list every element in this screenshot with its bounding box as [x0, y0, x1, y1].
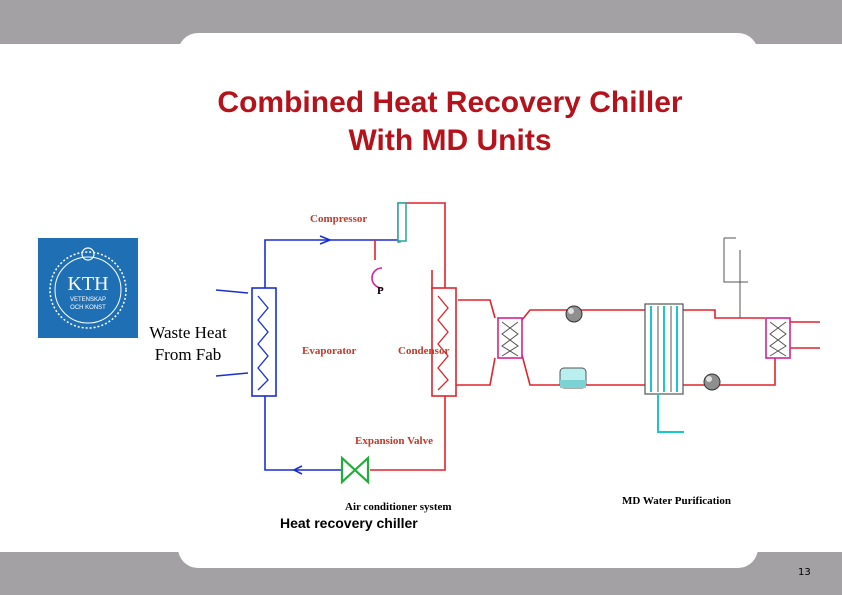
diagram-caption: Heat recovery chiller [280, 515, 418, 531]
grey-lines [723, 237, 748, 318]
md-membrane-stack [644, 303, 684, 395]
pump-icon [371, 267, 383, 289]
md-module-right [765, 317, 791, 359]
permeate-line [657, 394, 684, 433]
condensor-label: Condensor [398, 345, 450, 357]
md-module-left [497, 317, 523, 359]
waste-heat-label: Waste Heat From Fab [138, 322, 238, 366]
waste-heat-line-2: From Fab [154, 345, 222, 364]
pump-sphere-1 [565, 305, 583, 323]
title-line-2: With MD Units [348, 124, 552, 157]
evaporator-label: Evaporator [302, 345, 357, 357]
pump-sphere-2 [703, 373, 721, 391]
title-line-1: Combined Heat Recovery Chiller [217, 86, 683, 119]
kth-crest-icon: KTH VETENSKAP OCH KONST [49, 247, 127, 329]
ac-system-label: Air conditioner system [345, 501, 452, 513]
page-number: 13 [798, 567, 811, 578]
slide-title: Combined Heat Recovery Chiller With MD U… [130, 84, 770, 160]
logo-main-text: KTH [67, 273, 108, 295]
kth-logo: KTH VETENSKAP OCH KONST [38, 238, 138, 338]
expansion-valve-icon [340, 455, 370, 485]
waste-heat-line-1: Waste Heat [149, 323, 227, 342]
cold-refrigerant-lines [215, 235, 398, 475]
logo-sub-text-2: OCH KONST [70, 305, 106, 311]
compressor-body [397, 202, 407, 242]
pump-label: P [377, 285, 384, 297]
condensor-exchanger [431, 287, 457, 397]
logo-sub-text-1: VETENSKAP [70, 297, 106, 303]
compressor-label: Compressor [310, 213, 368, 225]
md-water-purification-label: MD Water Purification [622, 495, 731, 507]
expansion-valve-label: Expansion Valve [355, 435, 433, 447]
evaporator-exchanger [251, 287, 277, 397]
water-tank-icon [559, 367, 587, 389]
